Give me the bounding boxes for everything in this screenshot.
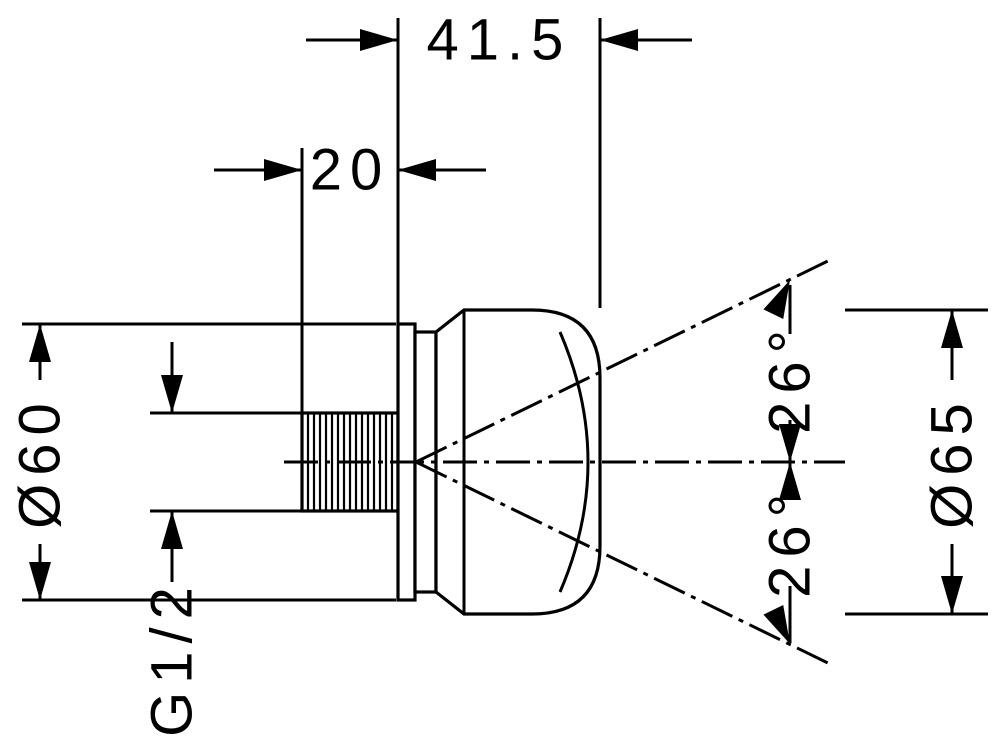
dimension-flange-diameter: Ø60 [8,322,396,602]
dimension-thread-size: G1/2 [140,342,302,737]
dim-arrow-right-icon [360,29,398,51]
spray-face-arc [558,331,590,593]
dim-arrow-up-icon [941,310,963,348]
dim-arrow-left-icon [398,159,436,181]
dimension-body-diameter: Ø65 [845,308,988,616]
dim-arrow-down-icon [763,605,800,649]
dim-label-thread-size: G1/2 [140,579,205,737]
dim-label-flange-diameter: Ø60 [8,395,73,529]
dim-arrow-down-icon [29,562,51,600]
dim-arrow-right-icon [264,159,302,181]
dim-label-projection: 41.5 [427,8,572,73]
upper-spray-ray [415,257,833,464]
dim-label-body-diameter: Ø65 [920,395,985,529]
dimension-spray-angles: 26° 26° [758,275,823,649]
dim-label-spray-angle-up: 26° [758,322,823,434]
dim-label-spray-angle-down: 26° [758,486,823,598]
dim-arrow-left-icon [600,29,638,51]
dim-arrow-down-icon [161,375,183,413]
dim-arrow-up-icon [29,324,51,362]
dim-arrow-up-icon [161,511,183,549]
spray-angle-rays [415,257,833,667]
dimension-projection: 41.5 [306,8,692,324]
lower-spray-ray [415,460,833,667]
dimension-thread-length: 20 [214,138,486,413]
dim-arrow-up-icon [763,275,800,319]
dim-label-thread-length: 20 [310,138,391,203]
dim-arrow-down-icon [941,576,963,614]
